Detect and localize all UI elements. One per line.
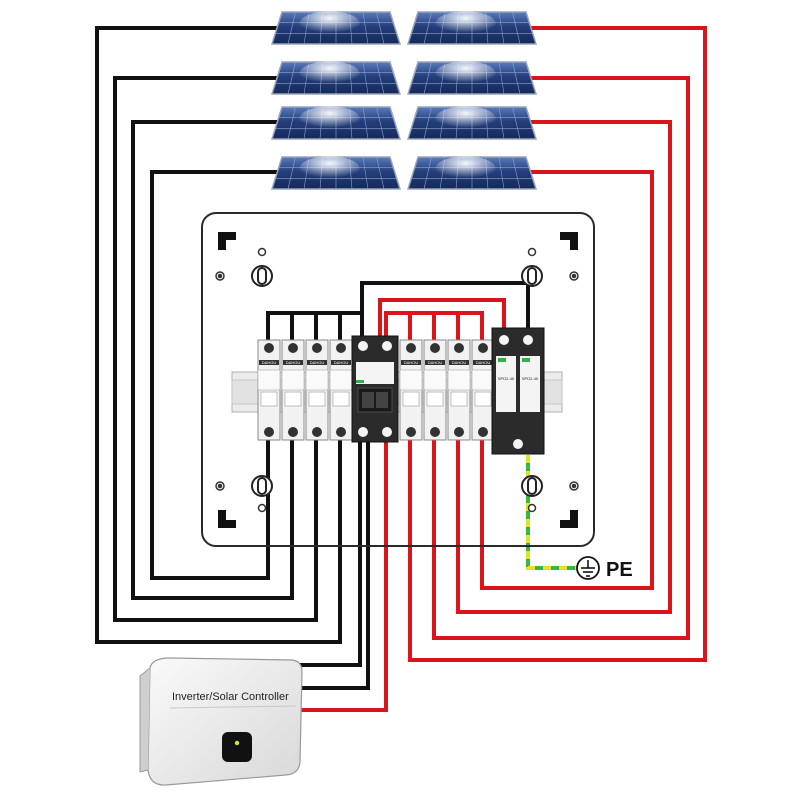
neg-output [300,435,362,667]
neg-output-b [300,435,370,690]
breaker-pos-2[interactable]: DAHOU [423,339,447,441]
spd-model-label: SPD2-40 [498,376,515,381]
solar-panel-icon [406,61,538,95]
enclosure-box [201,212,595,547]
corner-bracket-tl [218,232,236,250]
neg-wire-1 [95,26,342,644]
inverter-label: Inverter/Solar Controller [172,691,289,703]
solar-panel-icon [406,156,538,190]
positive-wires [300,26,707,712]
mounting-holes [215,247,579,513]
solar-panel-icon [270,11,402,45]
solar-panel-icon [406,11,538,45]
breaker-neg-2[interactable]: DAHOU [281,339,305,441]
breaker-brand: DAHOU [428,360,443,365]
breaker-neg-3[interactable]: DAHOU [305,339,329,441]
corner-bracket-tr [560,232,578,250]
breaker-pos-4[interactable]: DAHOU [471,339,495,441]
pe-ground-terminal: PE [576,556,633,581]
breaker-brand: DAHOU [310,360,325,365]
wiring [95,26,707,712]
negative-wires [95,26,530,690]
inverter-body [147,657,303,786]
inverter-display-icon [222,732,252,762]
corner-bracket-br [560,510,578,528]
solar-panel-icon [406,106,538,140]
breaker-brand: DAHOU [476,360,491,365]
pos-wire-4 [480,170,654,590]
neg-spd-loop [360,281,530,340]
corner-bracket-bl [218,510,236,528]
solar-panel-icon [270,156,402,190]
dc-isolator-switch[interactable] [351,335,399,443]
breaker-pos-1[interactable]: DAHOU [399,339,423,441]
pos-output [300,435,388,712]
breaker-brand: DAHOU [404,360,419,365]
surge-protection-device[interactable]: SPD2-40 SPD2-40 [491,327,545,455]
breaker-neg-1[interactable]: DAHOU [257,339,281,441]
solar-panel-icon [270,106,402,140]
pe-label: PE [606,559,633,581]
slot-holes [251,265,543,497]
spd-model-label: SPD2-40 [522,376,539,381]
breaker-brand: DAHOU [452,360,467,365]
pos-wire-3 [456,120,672,614]
breaker-brand: DAHOU [334,360,349,365]
pos-wire-2 [432,76,690,640]
breaker-brand: DAHOU [262,360,277,365]
breaker-neg-4[interactable]: DAHOU [329,339,353,441]
neg-wire-4 [150,170,280,580]
pos-spd-loop [378,298,506,340]
pos-wire-1 [408,26,707,662]
solar-panel-array [270,11,538,190]
solar-panel-icon [270,61,402,95]
breaker-brand: DAHOU [286,360,301,365]
neg-wire-2 [113,76,318,622]
inverter: Inverter/Solar Controller [139,657,303,786]
neg-wire-3 [131,120,294,600]
breaker-pos-3[interactable]: DAHOU [447,339,471,441]
breaker-row: DAHOU DAHOU DAHOU DAHOU [257,327,545,455]
